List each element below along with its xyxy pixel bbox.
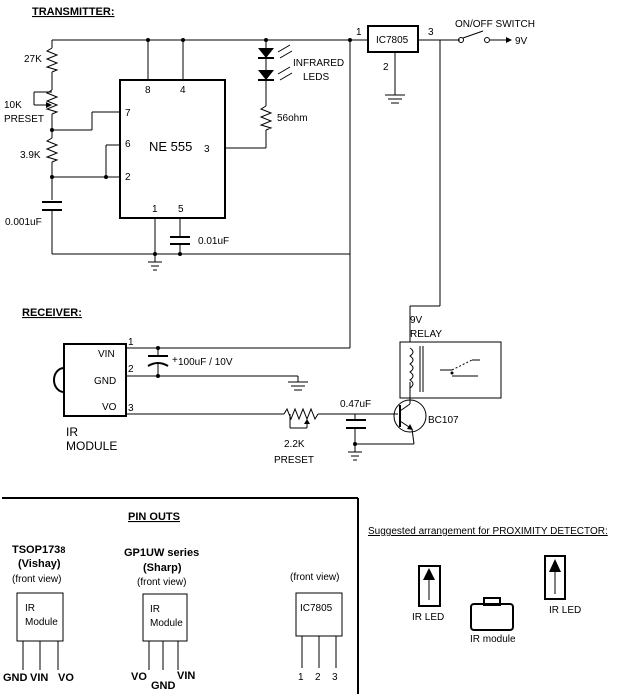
tsop-pin-vin: VIN — [30, 672, 48, 684]
regulator-pin1: 1 — [356, 27, 362, 38]
ne555-pin4: 4 — [180, 85, 186, 96]
ic7805-package — [295, 592, 343, 637]
tsop-view: (front view) — [12, 574, 61, 585]
transmitter-wiring — [33, 30, 512, 349]
gp1uw-brand: (Sharp) — [143, 562, 182, 574]
ne555-pin6: 6 — [125, 139, 131, 150]
regulator-label: IC7805 — [376, 35, 409, 46]
capacitor-coupling-label: 0.47uF — [340, 399, 371, 410]
receiver-title: RECEIVER: — [22, 307, 82, 319]
preset-10k — [45, 89, 59, 115]
capacitor-filter-label: 100uF / 10V — [178, 357, 233, 368]
capacitor-ctrl-label: 0.01uF — [198, 236, 229, 247]
resistor-27k-label: 27K — [24, 54, 42, 65]
preset-10k-label: 10K — [4, 100, 22, 111]
preset-label: PRESET — [4, 114, 44, 125]
ir-module-vin: VIN — [98, 349, 115, 360]
gp1uw-pin-gnd: GND — [151, 680, 176, 692]
gp1uw-module-box — [142, 593, 188, 642]
ne555-pin5: 5 — [178, 204, 184, 215]
switch-label: ON/OFF SWITCH — [455, 19, 535, 30]
receiver-wiring — [126, 346, 414, 461]
ne555-pin1: 1 — [152, 204, 158, 215]
relay-label: RELAY — [410, 329, 442, 340]
capacitor-timing-label: 0.001uF — [5, 217, 42, 228]
ic7805-view: (front view) — [290, 572, 339, 583]
resistor-56ohm-label: 56ohm — [277, 113, 308, 124]
tsop-box-label-2: Module — [25, 617, 58, 628]
gp1uw-box-label-2: Module — [150, 618, 183, 629]
transmitter-title: TRANSMITTER: — [32, 6, 115, 18]
ir-module-pin2: 2 — [128, 364, 134, 375]
gp1uw-name: GP1UW series — [124, 547, 199, 559]
gp1uw-pin-vin: VIN — [177, 670, 195, 682]
proximity-ir-led-right — [544, 555, 566, 600]
infrared-led-2 — [258, 66, 293, 81]
preset-2k2-title: PRESET — [274, 455, 314, 466]
ir-module-pin1: 1 — [128, 337, 134, 348]
tsop-name: TSOP1738 — [12, 544, 65, 556]
ne555-label: NE 555 — [149, 139, 192, 154]
resistor-56ohm — [259, 105, 273, 131]
resistor-3k9-label: 3.9K — [20, 150, 41, 161]
resistor-27k — [45, 47, 59, 73]
ic7805-pin-3: 3 — [332, 672, 338, 683]
ir-module — [63, 343, 127, 417]
transistor-label: BC107 — [428, 415, 459, 426]
gp1uw-view: (front view) — [137, 577, 186, 588]
ne555-pin7: 7 — [125, 108, 131, 119]
relay-coil — [409, 347, 414, 389]
ir-module-label-2: MODULE — [66, 439, 117, 453]
ir-module-gnd: GND — [94, 376, 116, 387]
tsop-brand: (Vishay) — [18, 558, 61, 570]
gp1uw-pin-vo: VO — [131, 671, 147, 683]
ir-module-label-1: IR — [66, 425, 78, 439]
relay-contacts — [440, 359, 480, 377]
preset-2k2-label: 2.2K — [284, 439, 305, 450]
proximity-ir-led-left — [418, 565, 441, 607]
tsop-box-label-1: IR — [25, 603, 35, 614]
ne555-pin3: 3 — [204, 144, 210, 155]
proximity-title: Suggested arrangement for PROXIMITY DETE… — [368, 526, 608, 537]
resistor-3k9 — [45, 137, 59, 163]
ne555-pin2: 2 — [125, 172, 131, 183]
regulator-pin2: 2 — [383, 62, 389, 73]
ic7805-pin-1: 1 — [298, 672, 304, 683]
ic7805-package-label: IC7805 — [300, 603, 333, 614]
proximity-ir-led-left-label: IR LED — [412, 612, 444, 623]
ic7805-pin-2: 2 — [315, 672, 321, 683]
regulator-pin3: 3 — [428, 27, 434, 38]
ne555-chip — [119, 79, 226, 219]
proximity-ir-module-label: IR module — [470, 634, 516, 645]
supply-label: 9V — [515, 36, 528, 47]
relay — [399, 341, 502, 399]
transistor-bc107 — [393, 399, 427, 445]
ir-module-pin3: 3 — [128, 403, 134, 414]
pinouts-title: PIN OUTS — [128, 511, 180, 523]
proximity-ir-led-right-label: IR LED — [549, 605, 581, 616]
infrared-leds-label-2: LEDS — [303, 72, 329, 83]
regulator-ic7805 — [367, 25, 419, 53]
infrared-led-1 — [258, 44, 293, 59]
tsop-pin-vo: VO — [58, 672, 74, 684]
proximity-ir-module — [470, 597, 514, 631]
gp1uw-box-label-1: IR — [150, 604, 160, 615]
infrared-leds-label-1: INFRARED — [293, 58, 344, 69]
tsop-pin-gnd: GND — [3, 672, 28, 684]
ne555-pin8: 8 — [145, 85, 151, 96]
capacitor-filter-plus: + — [172, 355, 178, 366]
ir-module-lens — [53, 367, 65, 393]
ir-module-vo: VO — [102, 402, 117, 413]
relay-voltage-label: 9V — [410, 315, 423, 326]
